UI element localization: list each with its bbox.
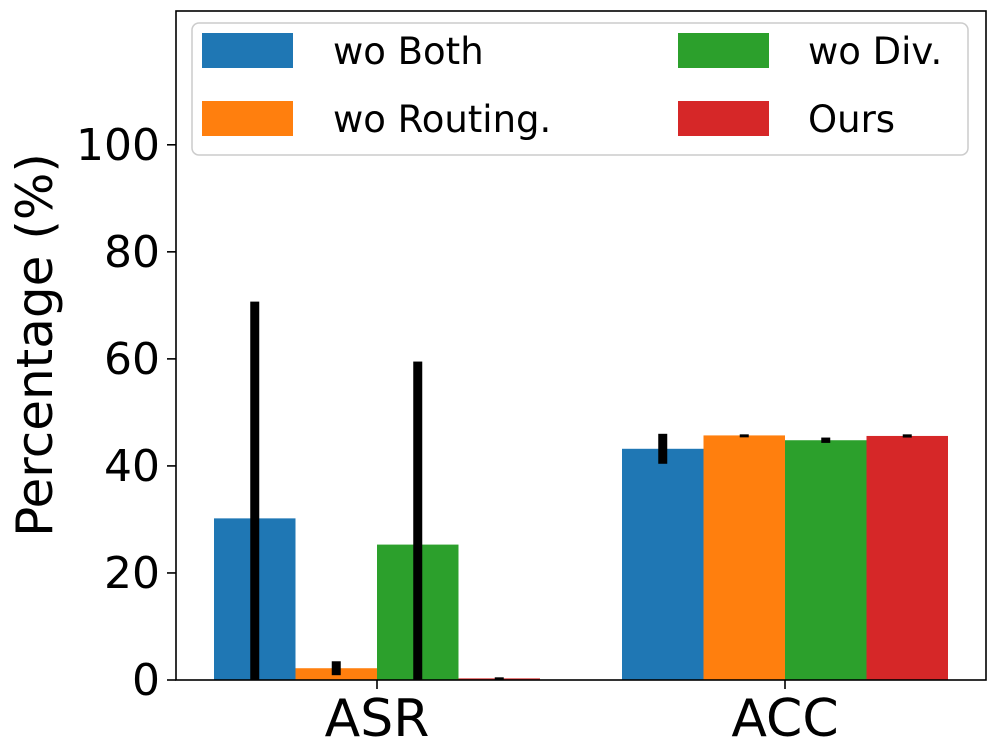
y-tick-label: 100 — [76, 120, 160, 171]
bar-acc-4 — [866, 435, 948, 680]
chart-marks — [214, 301, 948, 681]
y-tick-label: 0 — [132, 655, 160, 706]
y-tick-label: 80 — [104, 227, 160, 278]
legend-swatch-1 — [202, 33, 293, 68]
y-axis-label: Percentage (%) — [6, 153, 64, 537]
error-bar-acc-4 — [902, 434, 912, 438]
bar-acc-2 — [703, 435, 785, 680]
legend-frame — [191, 22, 969, 156]
bar-acc-1 — [622, 448, 704, 680]
bar-acc-3 — [785, 440, 867, 680]
legend-swatch-3 — [678, 33, 769, 68]
y-tick-label: 20 — [104, 548, 160, 599]
x-tick-label-asr: ASR — [325, 689, 430, 749]
error-bar-asr-4 — [494, 677, 504, 681]
legend-label-3: wo Div. — [808, 30, 942, 73]
x-tick-label-acc: ACC — [731, 689, 838, 749]
plot-frame — [175, 10, 987, 681]
error-bar-acc-1 — [658, 433, 668, 464]
y-tick-label: 60 — [104, 334, 160, 385]
legend-label-2: wo Routing. — [333, 98, 551, 141]
legend-label-1: wo Both — [333, 30, 484, 73]
error-bar-asr-3 — [413, 361, 423, 680]
error-bar-acc-2 — [739, 434, 749, 438]
legend-swatch-4 — [678, 101, 769, 136]
legend: wo Both wo Routing. wo Div. Ours — [191, 22, 969, 156]
error-bar-acc-3 — [821, 437, 831, 443]
error-bar-asr-1 — [250, 301, 260, 680]
legend-label-4: Ours — [808, 98, 895, 141]
legend-swatch-2 — [202, 101, 293, 136]
y-tick-label: 40 — [104, 441, 160, 492]
error-bar-asr-2 — [331, 661, 341, 676]
